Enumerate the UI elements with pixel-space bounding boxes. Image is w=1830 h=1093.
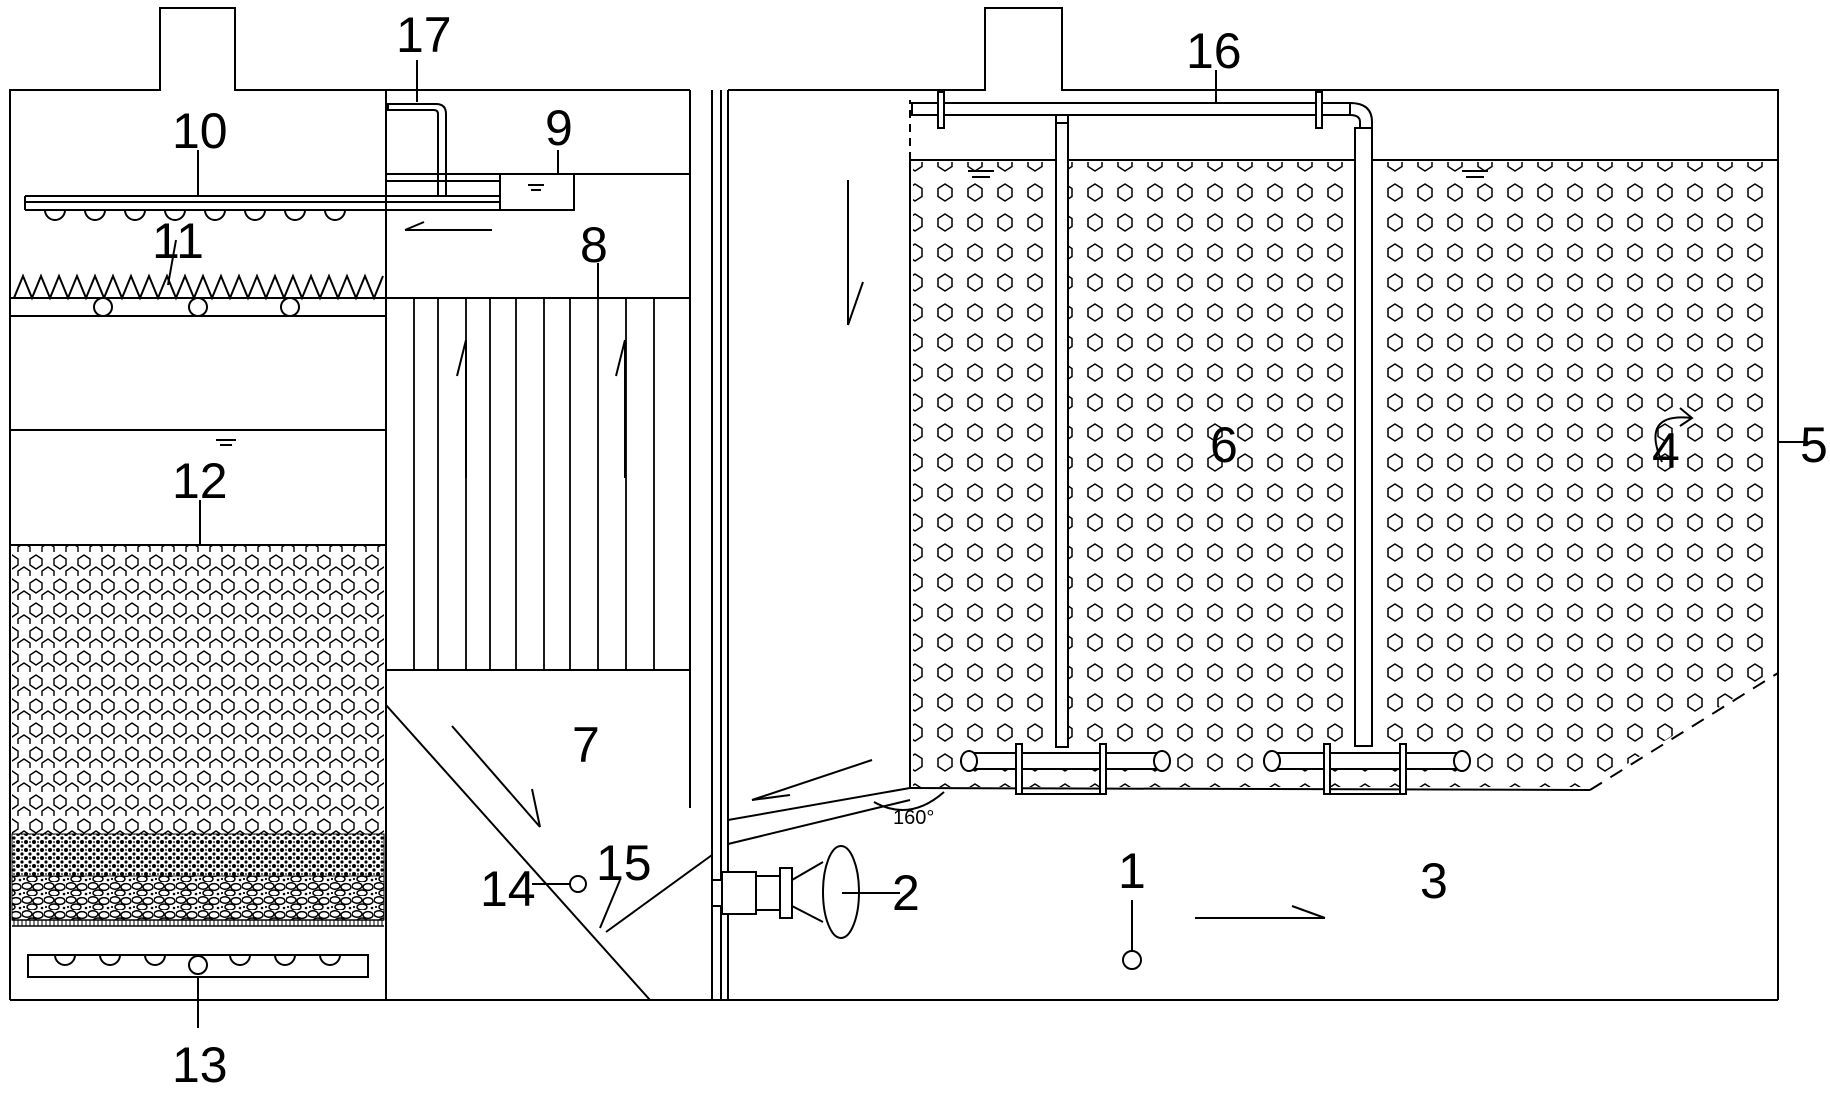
hooked-pipe: [387, 103, 447, 197]
angle-label: 160°: [893, 807, 934, 829]
aeration-header: [911, 91, 1373, 748]
label-11: 11: [152, 213, 204, 269]
angle-arc: [873, 791, 945, 811]
probe-markers: [569, 875, 1142, 970]
reactor-water-level: [968, 170, 1488, 178]
gravel-layer: [11, 875, 385, 921]
settling-chamber: [385, 173, 713, 1001]
sawtooth-weir: [13, 273, 384, 301]
label-12: 12: [172, 453, 228, 509]
support-plate-ticks: [13, 920, 383, 926]
weir-pipes: [93, 297, 300, 317]
carrier-media: [913, 162, 1776, 787]
filter-media: [12, 546, 384, 834]
label-16: 16: [1186, 23, 1242, 79]
tube-settler: [413, 298, 655, 670]
label-13: 13: [172, 1037, 228, 1093]
flow-arrows: [404, 180, 1694, 919]
label-3: 3: [1420, 853, 1448, 909]
distribution-pipe: [24, 195, 500, 221]
label-10: 10: [172, 103, 228, 159]
label-1: 1: [1118, 843, 1146, 899]
tank-outline: [9, 7, 1779, 1001]
label-4: 4: [1652, 423, 1680, 479]
leader-lines: [167, 60, 1808, 1028]
label-15: 15: [596, 835, 652, 891]
pump: [711, 845, 860, 939]
label-5: 5: [1800, 417, 1828, 473]
collector-pipe: [27, 954, 369, 978]
label-6: 6: [1210, 417, 1238, 473]
label-2: 2: [892, 865, 920, 921]
effluent-box: [386, 173, 575, 211]
water-level-marker: [216, 439, 236, 446]
fine-sand-layer: [11, 833, 385, 877]
bioreactor-walls: [727, 100, 1778, 845]
label-9: 9: [545, 100, 573, 156]
label-17: 17: [396, 7, 452, 63]
label-7: 7: [572, 717, 600, 773]
label-8: 8: [580, 217, 608, 273]
diffuser-left: [960, 743, 1171, 795]
diffuser-right: [1263, 743, 1471, 795]
media-boundary: [1589, 672, 1779, 791]
label-14: 14: [480, 861, 536, 917]
